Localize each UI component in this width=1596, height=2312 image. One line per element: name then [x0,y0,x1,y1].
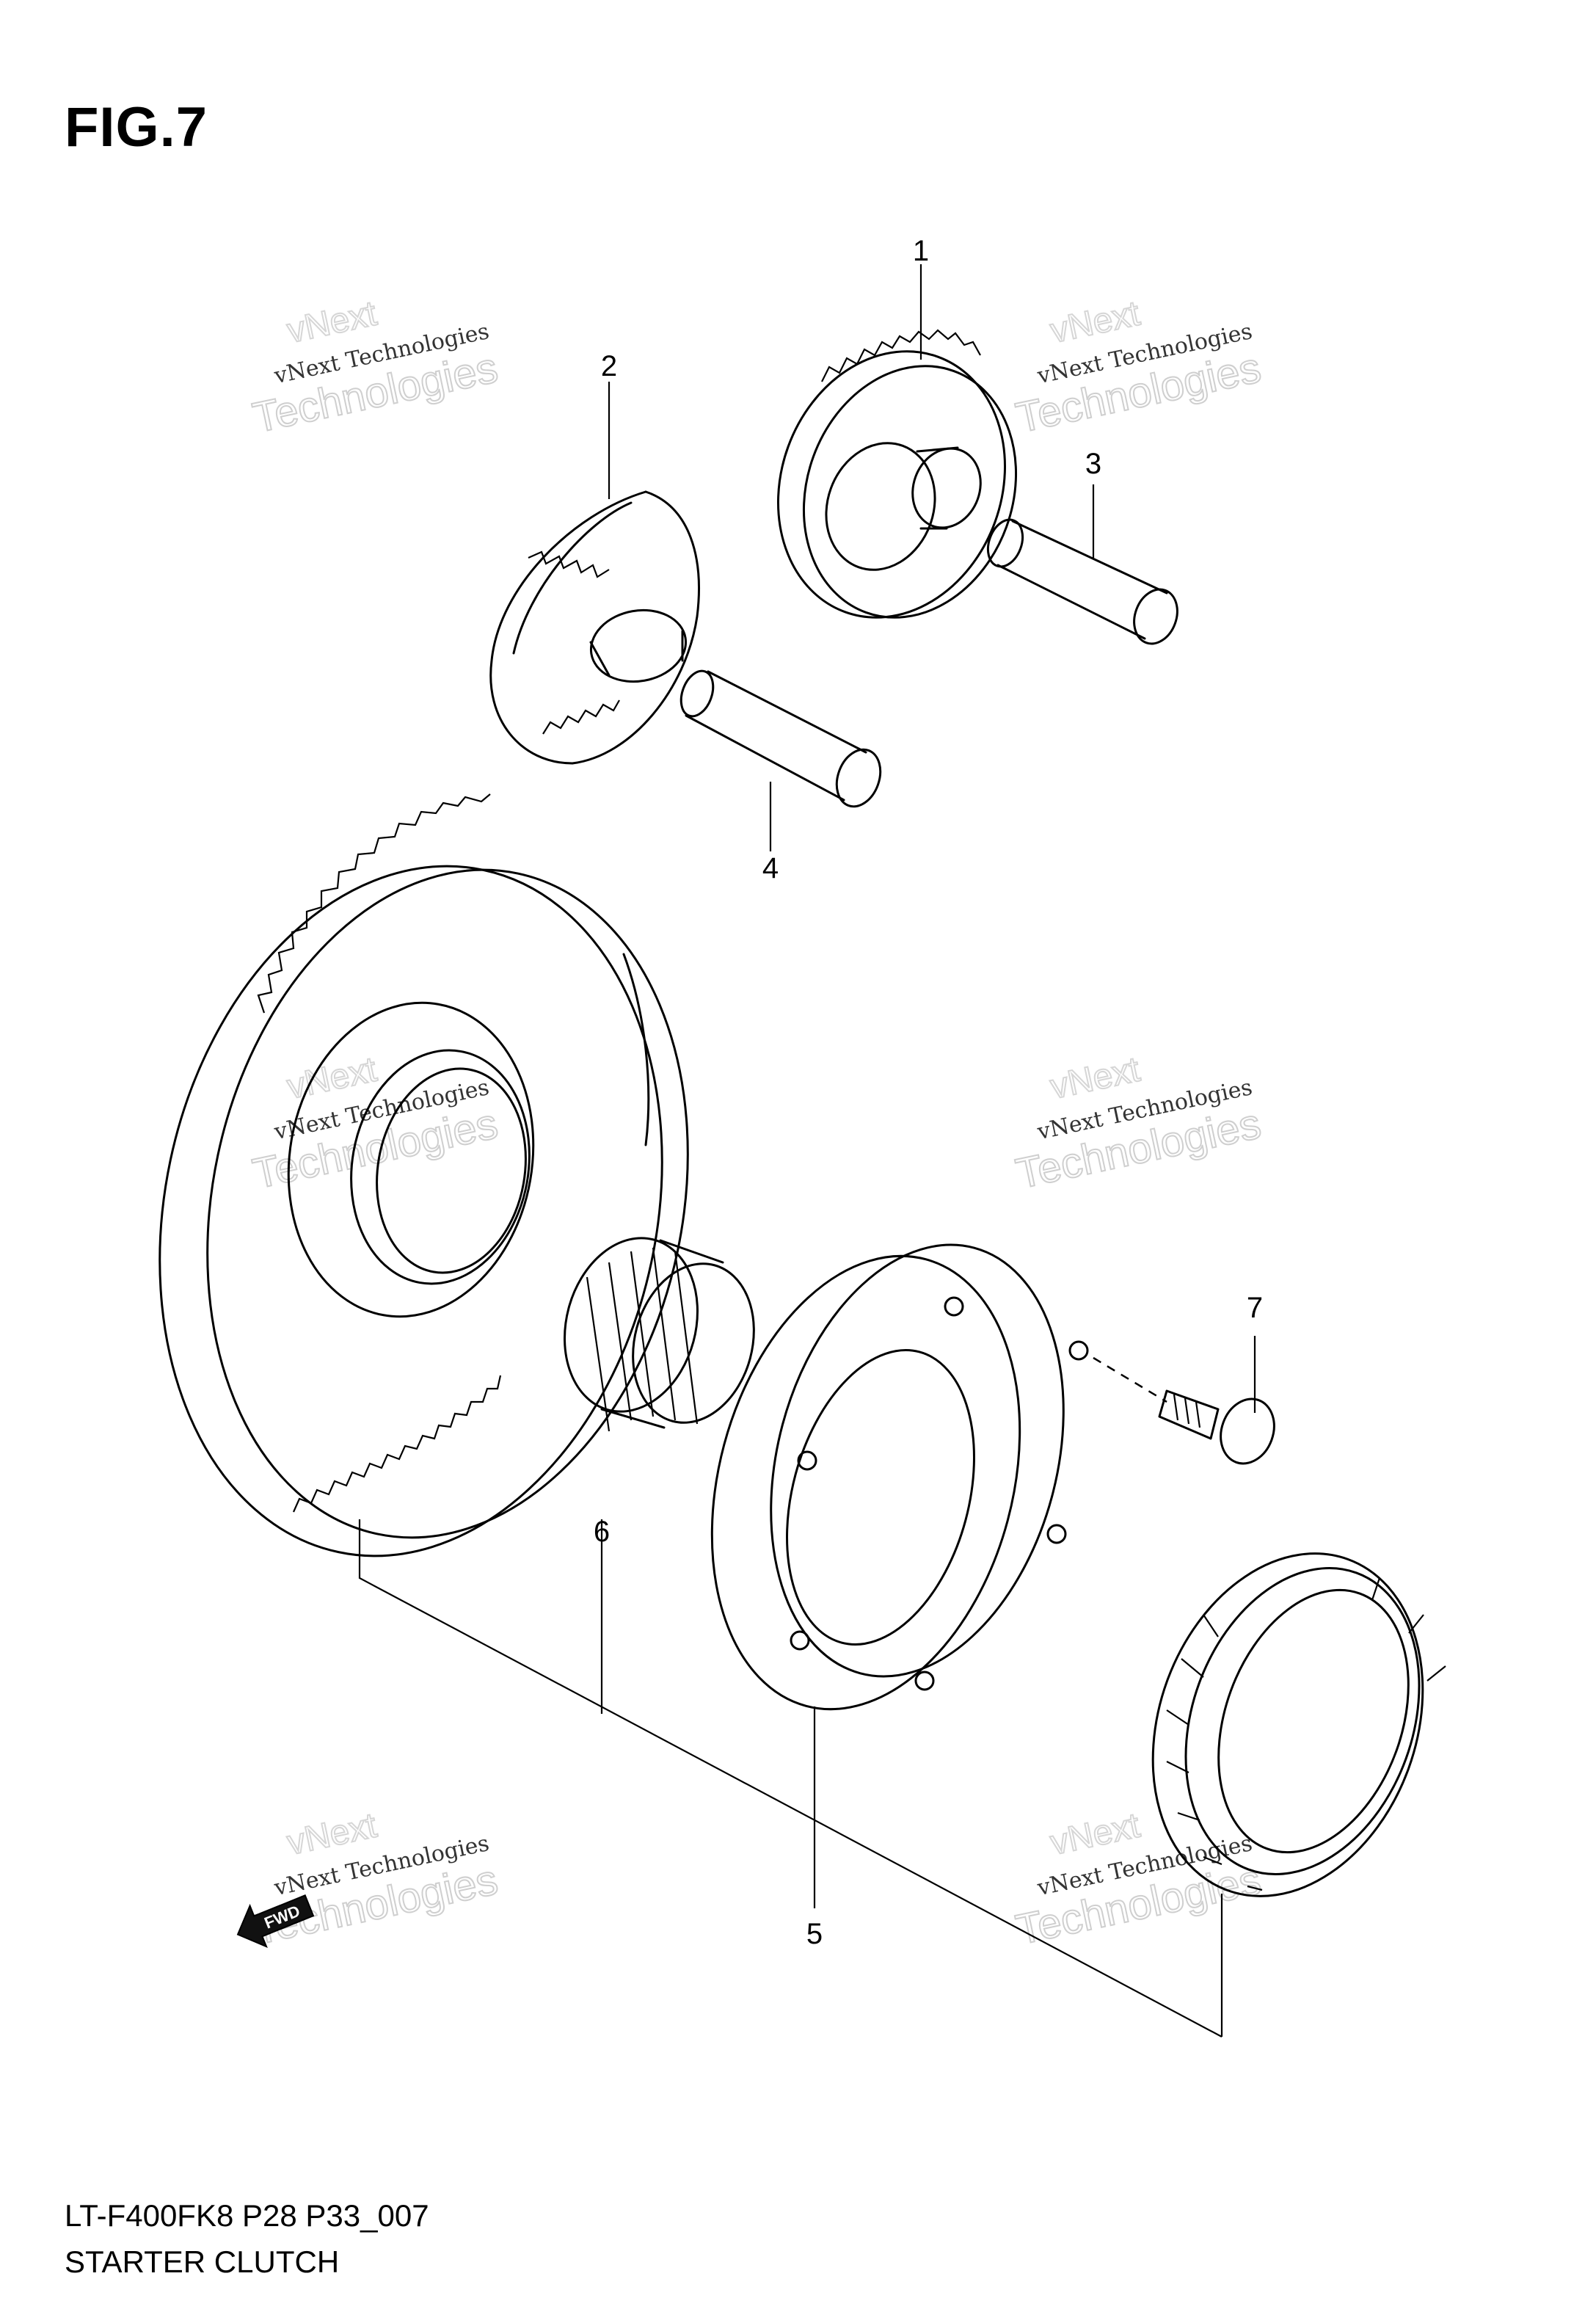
callout-7: 7 [1247,1292,1263,1324]
svg-text:vNext: vNext [1047,1050,1143,1107]
svg-text:vNext: vNext [1047,294,1143,351]
part-2-reduction-gear [489,490,700,765]
svg-text:vNext: vNext [284,1050,380,1107]
gear-teeth-large-bottom [292,1375,502,1513]
part-3-shaft [986,518,1178,645]
leader-lines [358,264,1256,2037]
starter-driven-gear [158,793,689,1557]
svg-text:vNext: vNext [284,294,380,351]
svg-text:vNext: vNext [1047,1806,1143,1863]
callout-5: 5 [806,1918,823,1950]
callout-4: 4 [762,852,779,884]
watermark-top-right: vNext vNext Technologies Technologies [1011,294,1266,443]
figure-title: FIG.7 [65,96,208,159]
callout-1: 1 [913,235,929,267]
watermark-bottom-right: vNext vNext Technologies Technologies [1011,1806,1266,1955]
watermark-top-left: vNext vNext Technologies Technologies [248,294,503,443]
gear-teeth-large-top [257,793,491,1014]
watermark-middle-left: vNext vNext Technologies Technologies [248,1050,503,1199]
part-4-shaft [679,669,882,808]
callout-3: 3 [1085,448,1101,480]
callout-2: 2 [601,350,617,382]
section-title: STARTER CLUTCH [65,2244,340,2279]
model-code: LT-F400FK8 P28 P33_007 [65,2198,429,2233]
gear-teeth-2 [528,550,610,578]
watermark-middle-right: vNext vNext Technologies Technologies [1011,1050,1266,1199]
one-way-clutch [1151,1552,1446,1897]
gear-teeth-1 [821,329,981,382]
callout-6: 6 [594,1516,610,1548]
gear-teeth-2b [542,699,620,735]
part-5-clutch-housing [710,1243,1089,1711]
part-1-idle-gear [776,329,1018,619]
svg-text:vNext: vNext [284,1806,380,1863]
part-6-needle-bearing [564,1237,755,1432]
part-7-bolt [1093,1356,1275,1465]
